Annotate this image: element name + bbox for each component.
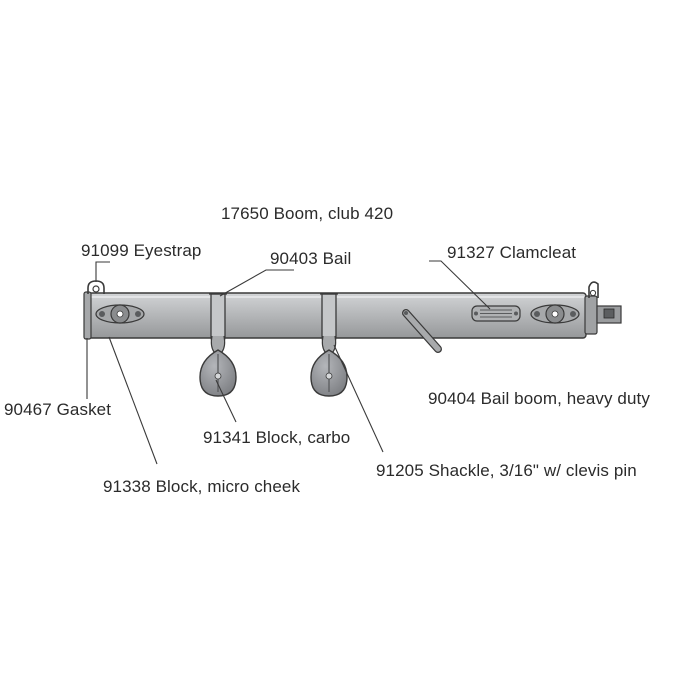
bail-boom-heavy-duty (402, 309, 442, 353)
leader-eyestrap (95, 261, 110, 282)
label-bail: 90403 Bail (270, 249, 352, 268)
micro-cheek-block-front (95, 304, 145, 324)
bail-with-block-1 (199, 293, 237, 397)
leader-bail (219, 269, 294, 297)
micro-cheek-block-rear (530, 304, 580, 324)
label-block-micro: 91338 Block, micro cheek (103, 477, 301, 496)
rear-shackle (588, 281, 599, 298)
label-clamcleat: 91327 Clamcleat (447, 243, 577, 262)
label-boom: 17650 Boom, club 420 (221, 204, 394, 223)
leader-lines (86, 260, 491, 465)
leader-clamcleat (429, 260, 491, 310)
bail-with-block-2 (310, 293, 348, 397)
label-eyestrap: 91099 Eyestrap (81, 241, 202, 260)
leader-shackle (333, 344, 384, 453)
label-block-carbo: 91341 Block, carbo (203, 428, 351, 447)
label-gasket: 90467 Gasket (4, 400, 112, 419)
leader-block-carbo (215, 379, 237, 423)
clamcleat (471, 305, 521, 322)
leader-micro-block (108, 336, 158, 465)
label-bail-boom: 90404 Bail boom, heavy duty (428, 389, 650, 408)
label-shackle: 91205 Shackle, 3/16" w/ clevis pin (376, 461, 637, 480)
